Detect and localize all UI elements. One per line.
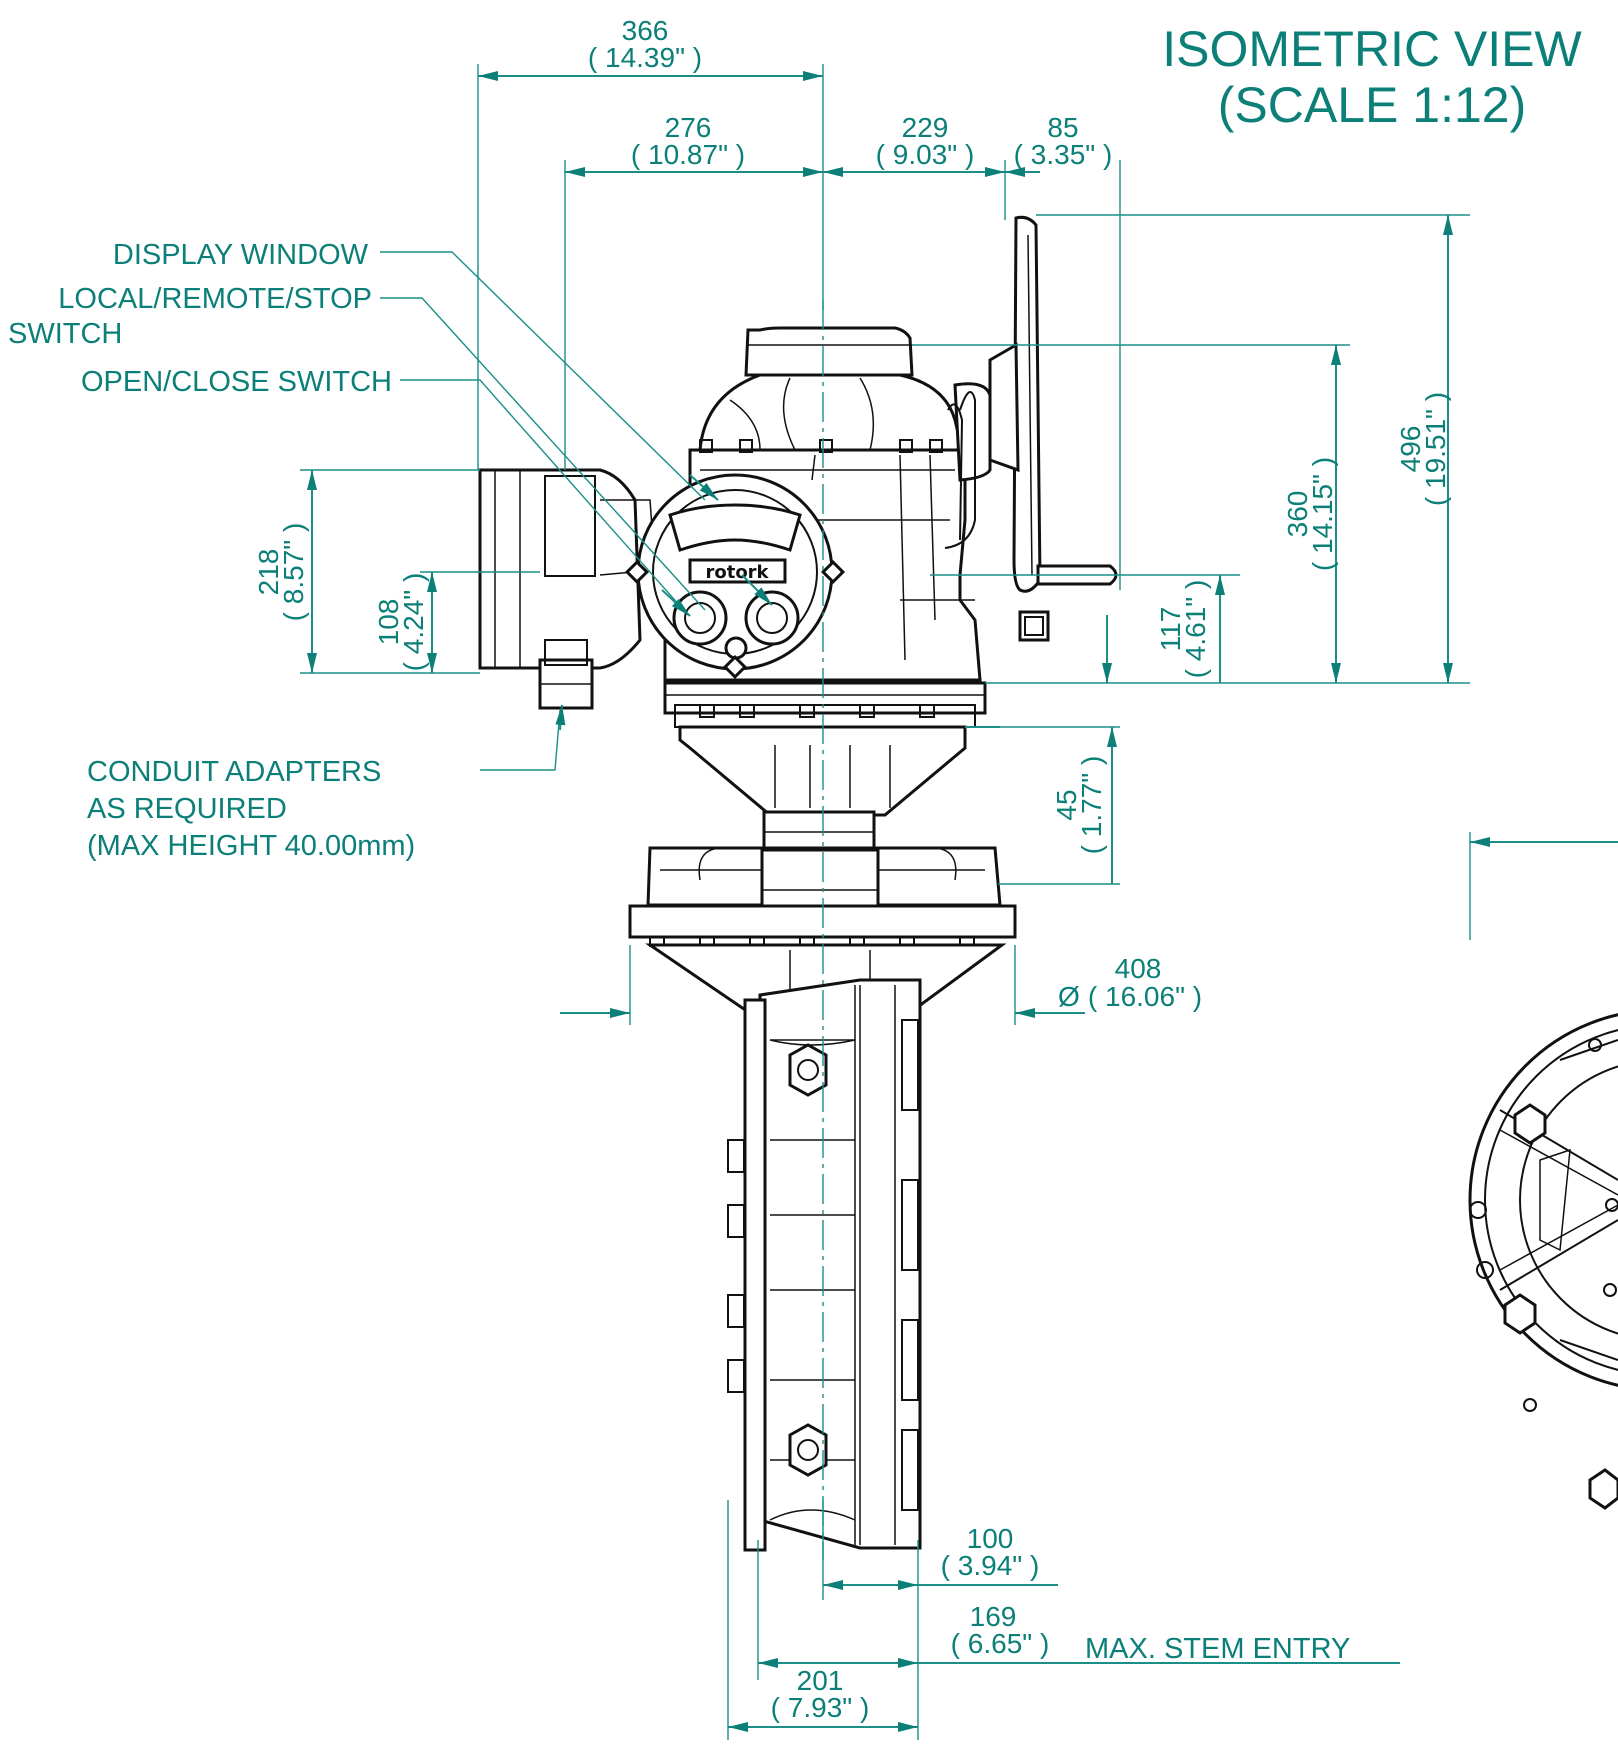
dimension-lines	[300, 64, 1618, 1740]
dim-85-in: ( 3.35" )	[1014, 139, 1113, 170]
dim-276-in: ( 10.87" )	[631, 139, 745, 170]
dim-218-mm: 218	[253, 549, 284, 596]
dim-360-in: ( 14.15" )	[1307, 457, 1338, 571]
dim-169-mm: 169	[970, 1601, 1017, 1632]
callout-conduit-line1: CONDUIT ADAPTERS	[87, 756, 381, 788]
dim-496-mm: 496	[1395, 426, 1426, 473]
callout-leaders	[380, 251, 773, 771]
callout-conduit-line2: AS REQUIRED	[87, 793, 287, 825]
dim-366-in: ( 14.39" )	[588, 42, 702, 73]
dim-360-mm: 360	[1282, 491, 1313, 538]
callout-conduit-line3: (MAX HEIGHT 40.00mm)	[87, 830, 415, 862]
rotork-logo: rotork	[705, 562, 769, 583]
dim-201-in: ( 7.93" )	[771, 1692, 870, 1723]
view-title-line2: (SCALE 1:12)	[1218, 77, 1526, 133]
dim-100-in: ( 3.94" )	[941, 1550, 1040, 1581]
dim-201-mm: 201	[797, 1665, 844, 1696]
dim-366-mm: 366	[622, 15, 669, 46]
callout-max-stem-entry: MAX. STEM ENTRY	[1085, 1633, 1350, 1665]
dim-108-in: ( 4.24" )	[398, 573, 429, 672]
dim-229-in: ( 9.03" )	[876, 139, 975, 170]
dim-100-mm: 100	[967, 1523, 1014, 1554]
dim-85-mm: 85	[1047, 112, 1078, 143]
dim-496-in: ( 19.51" )	[1420, 392, 1451, 506]
dim-276-mm: 276	[665, 112, 712, 143]
callout-display-window: DISPLAY WINDOW	[113, 239, 369, 271]
dim-408-mm: 408	[1115, 953, 1162, 984]
dim-45-in: ( 1.77" )	[1076, 756, 1107, 855]
dim-408-in: ( 16.06" )	[1088, 981, 1202, 1012]
dimension-labels: 366 ( 14.39" ) 276 ( 10.87" ) 229 ( 9.03…	[253, 15, 1451, 1723]
view-title: ISOMETRIC VIEW (SCALE 1:12)	[1162, 21, 1582, 133]
callout-local-remote-stop-line1: LOCAL/REMOTE/STOP	[58, 283, 372, 315]
dim-108-mm: 108	[373, 599, 404, 646]
dim-218-in: ( 8.57" )	[278, 523, 309, 622]
dim-169-in: ( 6.65" )	[951, 1628, 1050, 1659]
dim-45-mm: 45	[1051, 789, 1082, 820]
dim-117-mm: 117	[1155, 607, 1186, 652]
callout-labels: DISPLAY WINDOW LOCAL/REMOTE/STOP SWITCH …	[8, 239, 1350, 1665]
callout-open-close-switch: OPEN/CLOSE SWITCH	[81, 366, 392, 398]
dim-229-mm: 229	[902, 112, 949, 143]
callout-local-remote-stop-line2: SWITCH	[8, 318, 122, 350]
view-title-line1: ISOMETRIC VIEW	[1162, 21, 1582, 77]
bottom-view	[1468, 1013, 1618, 1510]
dim-408-diameter-symbol: Ø	[1058, 981, 1080, 1012]
dim-117-in: ( 4.61" )	[1180, 580, 1211, 679]
